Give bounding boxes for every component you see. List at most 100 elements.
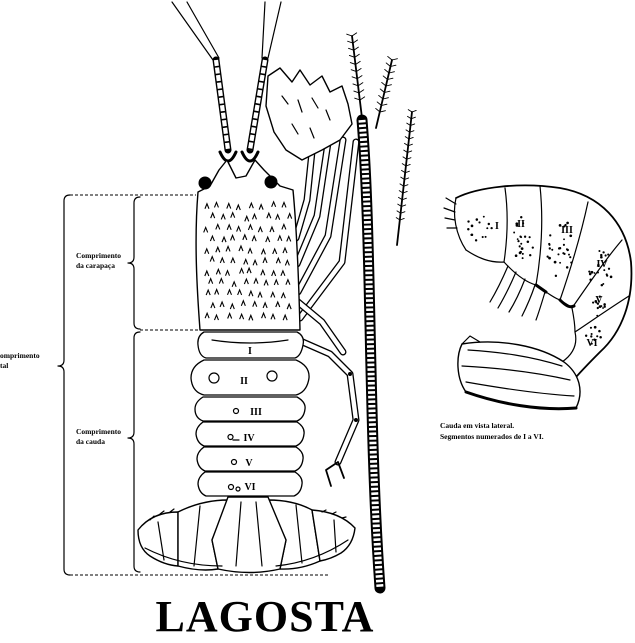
uropod-left-outer — [138, 512, 178, 566]
stipple-dot — [522, 257, 524, 259]
stipple-dot — [527, 240, 530, 243]
stipple-dot — [594, 272, 596, 274]
stipple-dot — [532, 247, 534, 249]
stipple-dot — [568, 254, 570, 256]
stipple-dot — [607, 253, 609, 255]
pleopod — [522, 285, 535, 316]
stipple-dot — [589, 273, 592, 276]
stipple-dot — [517, 240, 519, 242]
tail-segment-3: III — [195, 397, 305, 421]
tail-segment-6-label: VI — [244, 482, 255, 493]
antennule-right-flagellum-outer — [262, 2, 265, 58]
lateral-segment-3-label: III — [561, 225, 573, 236]
lobster-dorsal-view: I II III IV V VI — [138, 2, 416, 588]
stipple-dot — [559, 262, 561, 264]
stipple-dot — [549, 247, 551, 249]
stipple-dot — [467, 220, 469, 222]
stipple-dot — [519, 245, 521, 247]
stipple-dot — [522, 253, 524, 255]
stipple-dot — [475, 239, 477, 241]
stipple-dot — [470, 234, 472, 236]
pleopod — [509, 279, 525, 312]
stipple-dot — [599, 336, 602, 339]
antennule-left — [172, 2, 228, 150]
carapace — [196, 160, 300, 330]
lateral-segment-6-label: VI — [586, 338, 597, 349]
stipple-dot — [604, 306, 606, 308]
stipple-dot — [520, 251, 522, 253]
stipple-dot — [602, 283, 604, 285]
tail-length-label-line2: da cauda — [76, 437, 105, 446]
lateral-caption-line2: Segmentos numerados de I a VI. — [440, 432, 544, 441]
stipple-dot — [566, 266, 569, 269]
appendage-hair — [386, 63, 390, 67]
tail-segment-5-label: V — [245, 458, 253, 469]
lateral-segment-1-label: I — [495, 221, 499, 232]
total-length-label-line1: omprimento — [0, 351, 40, 360]
uropod-right-outer — [312, 510, 355, 561]
tail-segment-1-label: I — [248, 346, 252, 357]
total-length-brace — [58, 195, 70, 575]
total-length-label: omprimento tal — [0, 351, 41, 370]
antennule-right-flagellum-inner — [268, 2, 281, 58]
stipple-dot — [585, 335, 587, 337]
stipple-dot — [490, 227, 492, 229]
stipple-dot — [482, 236, 484, 238]
leg-joint — [348, 372, 352, 376]
stipple-dot — [488, 223, 490, 225]
figure-title: LAGOSTA — [156, 592, 375, 641]
appendage-hair — [359, 90, 364, 93]
stipple-dot — [515, 254, 518, 257]
appendage-hair — [382, 82, 386, 86]
tail-segment-3-label: III — [250, 407, 262, 418]
leg-joint — [354, 418, 358, 422]
appendage-hair — [408, 110, 412, 112]
stipple-dot — [557, 253, 559, 255]
stipple-dot — [471, 225, 474, 228]
stipple-dot — [483, 216, 485, 218]
appendage-hair — [392, 59, 397, 60]
lateral-divider-1-2 — [504, 188, 507, 262]
tail-segment-4-label: IV — [243, 433, 255, 444]
stipple-dot — [486, 227, 488, 229]
tail-segment-1: I — [198, 332, 304, 358]
stipple-dot — [519, 235, 521, 237]
long-leg-claw — [326, 462, 344, 486]
appendage-hair — [356, 61, 361, 64]
stipple-dot — [478, 221, 480, 223]
lateral-segment-5-label: V — [595, 295, 603, 306]
appendage-hair — [412, 110, 416, 112]
stipple-dot — [529, 254, 531, 256]
stipple-dot — [549, 234, 551, 236]
stipple-dot — [605, 254, 607, 256]
lateral-tail-view: I II III IV V VI Cauda em vista lateral.… — [440, 185, 631, 441]
stipple-dot — [606, 275, 608, 277]
tail-segment-2-label: II — [240, 376, 248, 387]
stipple-dot — [597, 307, 599, 309]
lateral-caption: Cauda em vista lateral. Segmentos numera… — [440, 421, 544, 441]
appendage-hair — [358, 83, 363, 86]
lateral-divider-2-3 — [536, 186, 542, 285]
stipple-dot — [563, 238, 565, 240]
lateral-tail-fan — [458, 336, 580, 409]
tail-segment-2: II — [191, 360, 309, 395]
stipple-dot — [517, 238, 519, 240]
appendage-hair — [354, 47, 359, 50]
tail-segment-4: IV — [196, 422, 304, 446]
lateral-front-edge — [454, 198, 466, 250]
stipple-dot — [513, 232, 515, 234]
stipple-dot — [602, 251, 604, 253]
appendage-b — [376, 60, 392, 128]
stipple-dot — [594, 326, 597, 329]
pleopod — [490, 266, 508, 302]
appendage-hair — [352, 33, 357, 36]
appendage-hair — [347, 34, 352, 36]
carapace-length-label-line2: da carapaça — [76, 261, 115, 270]
stipple-dot — [591, 333, 593, 335]
lateral-divider-3-4 — [560, 202, 588, 300]
stipple-dot — [563, 244, 565, 246]
lateral-caption-line1: Cauda em vista lateral. — [440, 421, 514, 430]
appendage-hair — [356, 68, 361, 71]
lateral-segment-2-label: II — [517, 219, 525, 230]
appendage-hair — [355, 54, 360, 57]
